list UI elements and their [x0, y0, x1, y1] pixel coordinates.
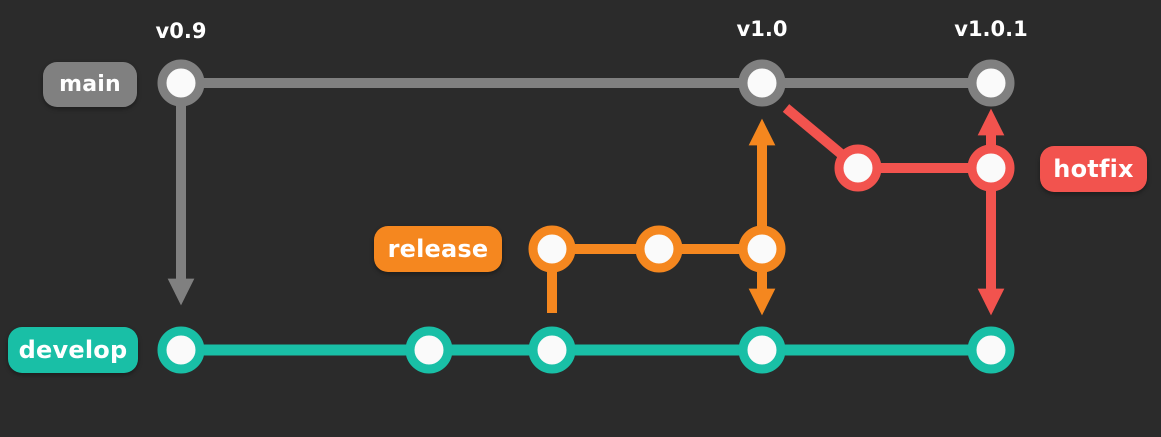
commit-node-release-3[interactable] — [738, 225, 786, 273]
commit-node-main-v1-0-1[interactable] — [967, 59, 1015, 107]
commit-node-develop-4[interactable] — [738, 326, 786, 374]
commit-node-develop-2[interactable] — [405, 326, 453, 374]
tag-v1-0-1: v1.0.1 — [954, 17, 1028, 41]
tag-v0-9: v0.9 — [155, 19, 207, 43]
branch-label-hotfix[interactable]: hotfix — [1040, 146, 1147, 192]
commit-node-main-v0-9[interactable] — [157, 59, 205, 107]
commit-node-release-2[interactable] — [635, 225, 683, 273]
tag-v1-0: v1.0 — [736, 17, 788, 41]
commit-node-hotfix-2[interactable] — [967, 144, 1015, 192]
commit-node-develop-1[interactable] — [157, 326, 205, 374]
commit-node-develop-5[interactable] — [967, 326, 1015, 374]
branch-label-release[interactable]: release — [374, 226, 502, 272]
commit-node-release-1[interactable] — [528, 225, 576, 273]
branch-label-main[interactable]: main — [43, 62, 137, 107]
commit-node-hotfix-1[interactable] — [834, 144, 882, 192]
commit-node-main-v1-0[interactable] — [738, 59, 786, 107]
branch-label-develop[interactable]: develop — [8, 327, 138, 373]
commit-node-develop-3[interactable] — [528, 326, 576, 374]
